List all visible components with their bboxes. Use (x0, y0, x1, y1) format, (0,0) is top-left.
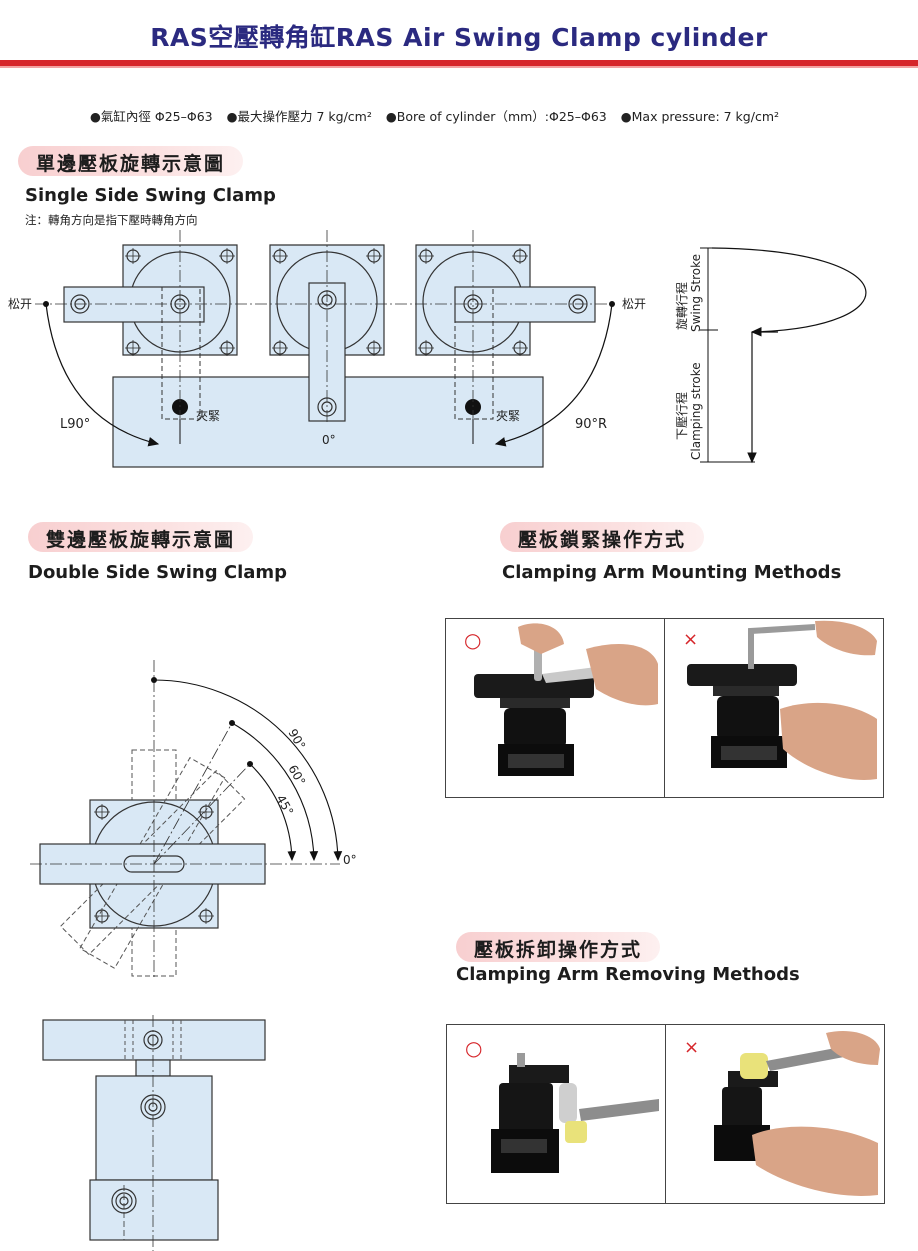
stroke-diagram: 旋轉行程 Swing Stroke 下壓行程 Clamping stroke (674, 247, 867, 464)
double-side-title-cn: 雙邊壓板旋轉示意圖 (28, 522, 254, 552)
angle-label-90: 90° (285, 727, 308, 752)
removing-title-cn: 壓板拆卸操作方式 (456, 932, 661, 962)
release-label-left: 松开 (8, 297, 32, 311)
removing-photo-wrong: × (665, 1024, 885, 1204)
swing-arrow-left (45, 303, 160, 447)
double-side-elevation (42, 1015, 266, 1251)
spec-pressure-en: ●Max pressure: 7 kg/cm² (620, 109, 780, 124)
removing-title-en: Clamping Arm Removing Methods (456, 964, 800, 985)
angle-label-60: 60° (285, 763, 308, 788)
mounting-photo-wrong: × (664, 618, 884, 798)
rotation-note: 注：轉角方向是指下壓時轉角方向 (25, 213, 198, 227)
spec-bore-cn: ●氣缸內徑 Φ25–Φ63 (90, 109, 213, 124)
single-side-title-en: Single Side Swing Clamp (25, 185, 276, 206)
single-side-title-cn: 單邊壓板旋轉示意圖 (18, 146, 244, 176)
double-side-title-en: Double Side Swing Clamp (28, 562, 288, 583)
wrong-mark-icon: × (683, 629, 698, 650)
mounting-title-en: Clamping Arm Mounting Methods (502, 562, 842, 583)
page-title: RAS空壓轉角缸RAS Air Swing Clamp cylinder (150, 23, 768, 52)
clamp-label-right: 夾緊 (496, 409, 520, 423)
clamp-unit-right (415, 230, 596, 425)
swing-stroke-en: Swing Stroke (689, 254, 703, 332)
clamping-stroke-en: Clamping stroke (689, 362, 703, 460)
clamp-unit-center (269, 230, 385, 425)
spec-pressure-cn: ●最大操作壓力 7 kg/cm² (226, 109, 372, 124)
mounting-title-cn: 壓板鎖緊操作方式 (500, 522, 705, 552)
spec-line: ●氣缸內徑 Φ25–Φ63 ●最大操作壓力 7 kg/cm² ●Bore of … (90, 106, 789, 125)
angle-label-r90: 90°R (575, 417, 607, 432)
angle-label-l90: L90° (60, 417, 90, 432)
swing-stroke-arrow (711, 247, 867, 337)
angle-label-45: 45° (273, 793, 296, 818)
double-side-diagram: 90° 60° 45° 0° (30, 660, 357, 980)
correct-mark-icon: ○ (465, 1036, 482, 1060)
swing-stroke-cn: 旋轉行程 (674, 282, 689, 330)
title-divider-shadow (0, 66, 918, 68)
wrong-mark-icon: × (684, 1037, 699, 1058)
title-divider (0, 60, 918, 66)
single-side-diagram: 松开 松开 夾緊 夾緊 L90° 0° 90°R (8, 230, 646, 468)
clamping-stroke-cn: 下壓行程 (674, 392, 689, 440)
removing-photo-correct: ○ (446, 1024, 666, 1204)
spec-bore-en: ●Bore of cylinder（mm）:Φ25–Φ63 (385, 109, 607, 124)
mounting-photo-correct: ○ (445, 618, 665, 798)
clamp-unit-left (63, 230, 238, 425)
angle-label-zero: 0° (322, 433, 336, 447)
angle-label-0: 0° (343, 853, 357, 867)
release-label-right: 松开 (622, 297, 646, 311)
swing-arrow-right (494, 303, 613, 447)
correct-mark-icon: ○ (464, 628, 481, 652)
clamp-label-left: 夾緊 (196, 409, 220, 423)
